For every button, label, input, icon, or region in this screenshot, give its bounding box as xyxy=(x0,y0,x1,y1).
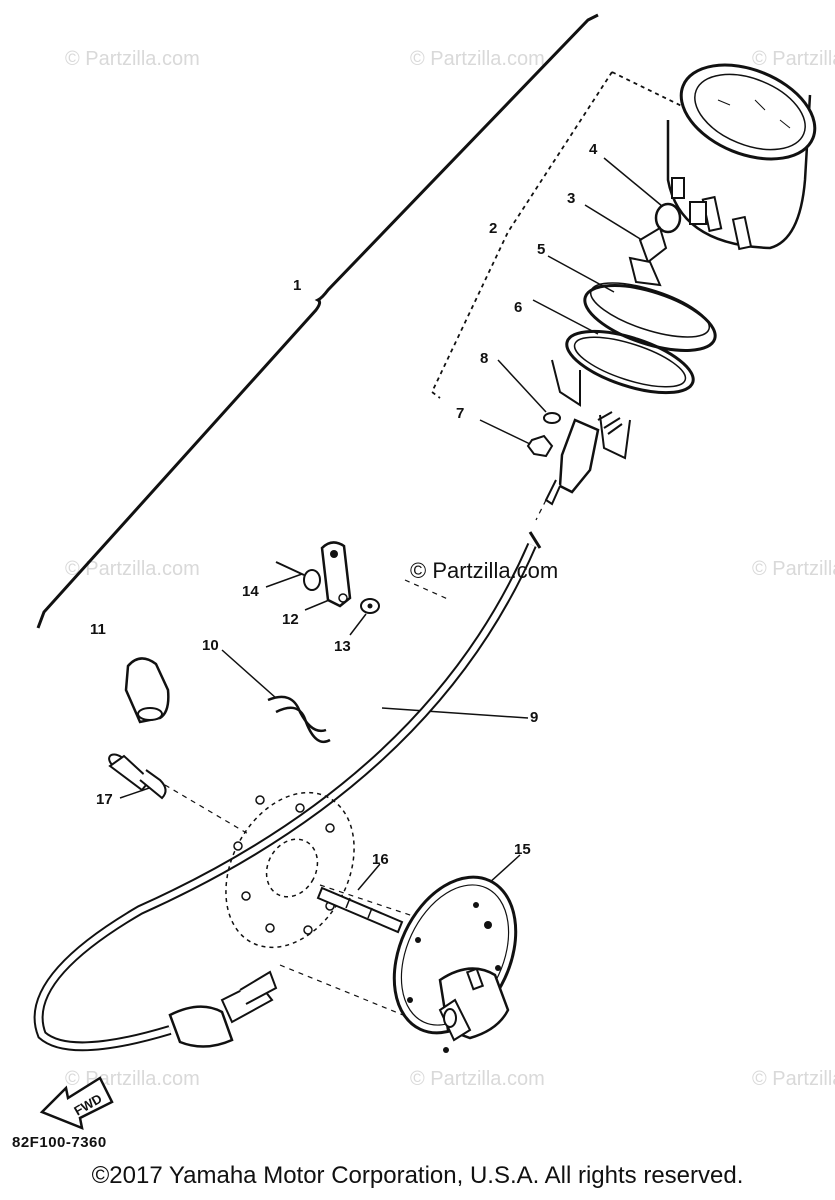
copyright-notice: ©2017 Yamaha Motor Corporation, U.S.A. A… xyxy=(91,1162,744,1189)
watermark-text: © Partzilla.com xyxy=(752,1068,835,1090)
callout-1: 1 xyxy=(293,277,301,294)
callout-14: 14 xyxy=(242,583,259,600)
assembly-bracket-1 xyxy=(38,15,598,628)
screw xyxy=(276,562,320,590)
callout-16: 16 xyxy=(372,851,389,868)
watermark-text: © Partzilla.com xyxy=(65,48,200,70)
callout-3: 3 xyxy=(567,190,575,207)
cable-clamp xyxy=(268,697,330,742)
callout-5: 5 xyxy=(537,241,545,258)
parts-diagram: © Partzilla.com © Partzilla.com © Partzi… xyxy=(0,0,835,1160)
watermark-text: © Partzilla.com xyxy=(752,48,835,70)
spacer-collar xyxy=(106,751,165,798)
callout-6: 6 xyxy=(514,299,522,316)
small-washer xyxy=(361,599,379,613)
reference-plate-holes xyxy=(234,796,334,934)
speedometer-cable xyxy=(39,532,540,1046)
cable-guide-clamp xyxy=(322,542,350,606)
center-watermark: © Partzilla.com xyxy=(410,558,558,583)
drive-shaft xyxy=(318,888,402,932)
speedometer-gear-unit xyxy=(370,857,539,1053)
watermark-text: © Partzilla.com xyxy=(752,558,835,580)
callout-2: 2 xyxy=(489,220,497,237)
watermark-text: © Partzilla.com xyxy=(410,48,545,70)
watermark-group: © Partzilla.com © Partzilla.com © Partzi… xyxy=(65,48,835,1090)
cable-lower-fitting xyxy=(170,972,276,1047)
meter-bulb xyxy=(656,204,680,232)
callout-17: 17 xyxy=(96,791,113,808)
bulb-socket xyxy=(630,228,666,285)
cable-upper-fitting xyxy=(546,412,622,504)
meter-damper xyxy=(560,319,700,405)
watermark-text: © Partzilla.com xyxy=(410,1068,545,1090)
callout-11: 11 xyxy=(90,621,106,638)
callout-10: 10 xyxy=(202,637,219,654)
rubber-boot xyxy=(126,658,168,722)
callout-7: 7 xyxy=(456,405,464,422)
callout-13: 13 xyxy=(334,638,351,655)
speedometer-meter xyxy=(667,47,828,249)
subassembly-bracket-2 xyxy=(432,72,690,398)
callout-9: 9 xyxy=(530,709,538,726)
meter-washer xyxy=(544,413,560,423)
watermark-text: © Partzilla.com xyxy=(65,558,200,580)
diagram-part-code: 82F100-7360 xyxy=(12,1134,107,1151)
callout-15: 15 xyxy=(514,841,531,858)
leader-lines xyxy=(120,158,662,893)
callout-4: 4 xyxy=(589,141,598,158)
callout-12: 12 xyxy=(282,611,299,628)
meter-nut xyxy=(528,436,552,456)
callout-8: 8 xyxy=(480,350,488,367)
callout-labels: 1 2 3 4 5 6 7 8 9 10 11 12 13 14 15 16 1… xyxy=(90,141,598,868)
